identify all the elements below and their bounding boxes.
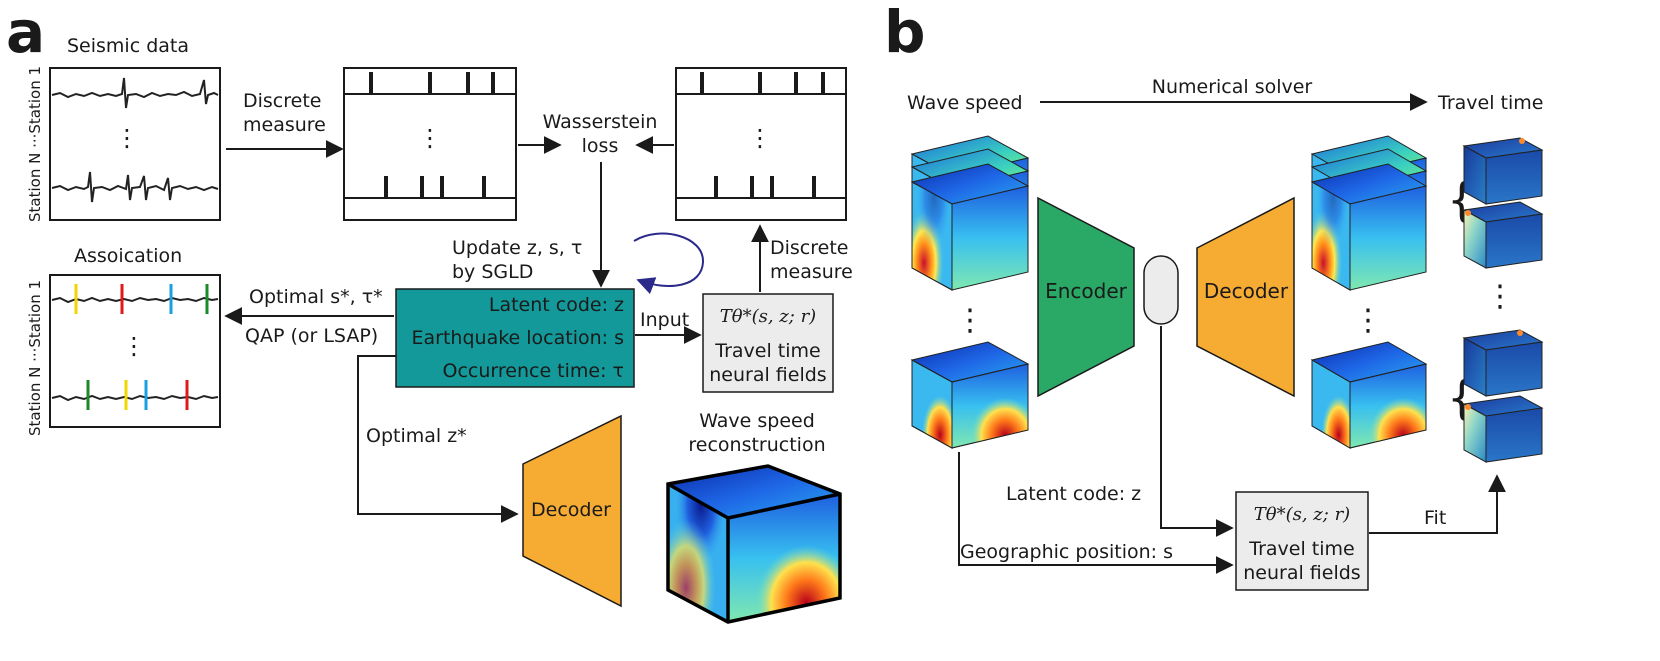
wasserstein-label-2: loss (582, 135, 619, 157)
ellipsis-seismic: ⋮ (115, 124, 139, 152)
encoder-label: Encoder (1045, 279, 1128, 303)
optimal-s-tau-label: Optimal s*, τ* (249, 286, 383, 308)
numerical-solver-label: Numerical solver (1152, 76, 1313, 98)
occurrence-time-label: Occurrence time: τ (443, 360, 624, 382)
travel-time-neural-fields-box-b: Tθ*(s, z; r) Travel time neural fields (1235, 491, 1369, 591)
ttnf-label-b-1: Travel time (1248, 538, 1354, 560)
ellipsis-association: ⋮ (122, 332, 146, 360)
seismic-data-box: ⋮ (49, 67, 221, 221)
ttnf-label-a-2: neural fields (709, 364, 826, 386)
arrow-geographic-position (958, 452, 1234, 574)
discrete-measure-box-observed: ⋮ (343, 67, 517, 221)
t-theta-label-b: Tθ*(s, z; r) (1254, 504, 1350, 525)
association-title: Assoication (74, 245, 182, 267)
t-theta-label-a: Tθ*(s, z; r) (720, 306, 816, 327)
optimal-z-label: Optimal z* (366, 425, 467, 447)
by-sgld-label: by SGLD (452, 261, 533, 283)
decoder-a-label: Decoder (531, 499, 611, 521)
wave-speed-reconstruction-2: reconstruction (688, 434, 825, 456)
travel-time-cube-1 (1462, 137, 1544, 205)
ellipsis-output-cubes: ⋮ (1353, 303, 1383, 338)
wave-speed-cube-stack-top (910, 135, 1030, 291)
ttnf-label-a-1: Travel time (714, 340, 820, 362)
wave-speed-cube-bottom (910, 341, 1030, 449)
reconstructed-cube-bottom (1310, 341, 1428, 449)
discrete-measure-right-1: Discrete (770, 237, 848, 259)
wave-speed-label: Wave speed (907, 92, 1023, 114)
travel-time-cube-4 (1462, 395, 1544, 463)
fit-label: Fit (1424, 507, 1446, 529)
discrete-measure-label-2: measure (243, 114, 326, 136)
ellipsis-input-cubes: ⋮ (955, 303, 985, 338)
station-axis-label-top: Station N ···Station 1 (26, 66, 44, 222)
encoder: Encoder (1037, 196, 1135, 398)
travel-time-neural-fields-box-a: Tθ*(s, z; r) Travel time neural fields (702, 293, 834, 393)
earthquake-location-label: Earthquake location: s (412, 327, 624, 349)
discrete-measure-right-2: measure (770, 261, 853, 283)
panel-a-letter: a (6, 0, 45, 66)
travel-time-cube-3 (1462, 329, 1544, 397)
travel-time-cube-2 (1462, 201, 1544, 269)
ellipsis-measure-left: ⋮ (418, 124, 442, 152)
decoder-b: Decoder (1196, 196, 1295, 398)
qap-label: QAP (or LSAP) (245, 325, 378, 347)
geographic-position-label: Geographic position: s (960, 541, 1173, 563)
decoder-b-label: Decoder (1204, 279, 1289, 303)
panel-b-letter: b (884, 0, 926, 66)
latent-parameters-box: Latent code: z Earthquake location: s Oc… (395, 288, 635, 388)
association-box: ⋮ (49, 274, 221, 428)
travel-time-label: Travel time (1437, 92, 1543, 114)
wasserstein-label-1: Wasserstein (543, 111, 658, 133)
reconstructed-cube-stack-top (1310, 135, 1428, 291)
wave-speed-reconstruction-1: Wave speed (699, 410, 815, 432)
ellipsis-measure-right: ⋮ (748, 124, 772, 152)
input-label: Input (640, 309, 689, 331)
decoder-a: Decoder (522, 414, 622, 608)
discrete-measure-box-predicted: ⋮ (675, 67, 847, 221)
ellipsis-travel-time: ⋮ (1485, 279, 1515, 314)
wave-speed-reconstruction-cube (666, 464, 842, 624)
latent-code-label: Latent code: z (489, 294, 624, 316)
discrete-measure-label-1: Discrete (243, 90, 321, 112)
station-axis-label-bottom: Station N ···Station 1 (26, 280, 44, 436)
seismic-data-title: Seismic data (67, 35, 189, 57)
arrow-latent-code (1160, 326, 1234, 537)
sgld-loop-arrow (633, 232, 705, 295)
arrow-fit (1369, 474, 1506, 534)
latent-code-b-label: Latent code: z (1006, 483, 1141, 505)
latent-capsule (1143, 255, 1179, 325)
arrow-optimal-z (357, 355, 519, 523)
update-label: Update z, s, τ (452, 237, 582, 259)
ttnf-label-b-2: neural fields (1243, 562, 1360, 584)
